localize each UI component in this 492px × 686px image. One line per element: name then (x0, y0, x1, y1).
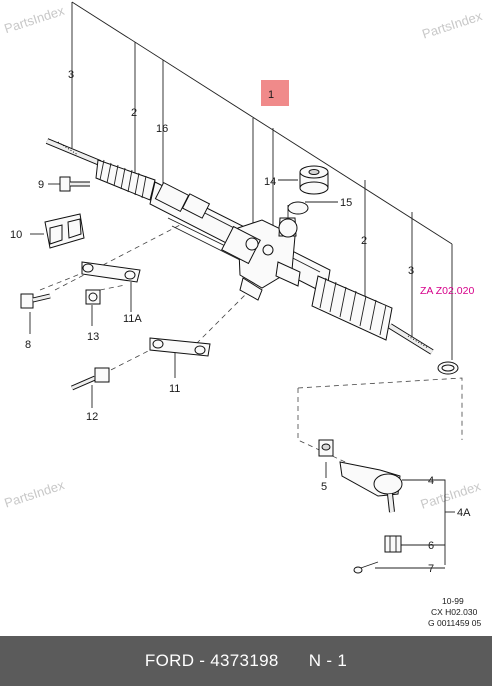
watermark-mid-left: PartsIndex (2, 477, 66, 511)
left-boot (95, 159, 156, 201)
part-4-tie-rod-end (339, 461, 403, 513)
part-5-nut (318, 439, 334, 457)
watermark-top-left: PartsIndex (2, 3, 66, 37)
part-13-nut (85, 289, 101, 305)
right-boot (311, 275, 393, 341)
position-label: N - 1 (308, 651, 348, 670)
part-10-bracket (44, 213, 85, 249)
callout-8: 8 (25, 339, 31, 351)
callout-2-left: 2 (131, 107, 137, 119)
callout-15: 15 (340, 197, 352, 209)
callout-1: 1 (268, 89, 274, 101)
pinion-housing (221, 205, 301, 301)
part-11a-clamp (81, 261, 141, 283)
exploded-parts-diagram: PartsIndex PartsIndex PartsIndex PartsIn… (2, 1, 484, 628)
callout-6: 6 (428, 540, 434, 552)
part-14-bushing (299, 165, 329, 195)
watermark-top-right: PartsIndex (420, 8, 484, 42)
callout-12: 12 (86, 411, 98, 423)
brand-name: FORD (144, 651, 195, 670)
part-15-washer (287, 201, 309, 215)
callout-11a: 11A (123, 313, 142, 325)
part-12-bolt (71, 367, 110, 391)
callout-11: 11 (169, 383, 180, 395)
part-6-castle-nut (384, 535, 402, 553)
callout-10: 10 (10, 229, 22, 241)
leader-lines (29, 1, 455, 569)
callout-16: 16 (156, 123, 168, 135)
callout-14: 14 (264, 176, 276, 188)
callout-7: 7 (428, 563, 434, 575)
part-7-cotter-pin (353, 561, 379, 574)
callout-13: 13 (87, 331, 99, 343)
drawing-notes: 10-99 CX H02.030 G 0011459 05 (428, 596, 482, 628)
callout-9: 9 (38, 179, 44, 191)
note-id: G 0011459 05 (428, 618, 482, 628)
note-ref: CX H02.030 (431, 607, 478, 617)
steering-rack-assembly (45, 138, 459, 375)
callout-2-right: 2 (361, 235, 367, 247)
part-11-clamp (149, 337, 211, 357)
callout-5: 5 (321, 481, 327, 493)
part-9-bolt (59, 176, 90, 192)
callout-4a: 4A (457, 507, 471, 519)
part-number: 4373198 (210, 651, 279, 670)
part-8-bolt (20, 293, 51, 309)
callout-3-left: 3 (68, 69, 74, 81)
reference-code: ZA Z02.020 (420, 285, 474, 297)
callout-4: 4 (428, 475, 434, 487)
part-info-bar: FORD - 4373198 N - 1 (0, 636, 492, 686)
callout-labels: 1 2 2 3 3 16 14 15 9 10 11A 8 13 11 12 5… (10, 69, 471, 575)
highlight-box (261, 80, 289, 106)
callout-3-right: 3 (408, 265, 414, 277)
note-date: 10-99 (442, 596, 464, 606)
